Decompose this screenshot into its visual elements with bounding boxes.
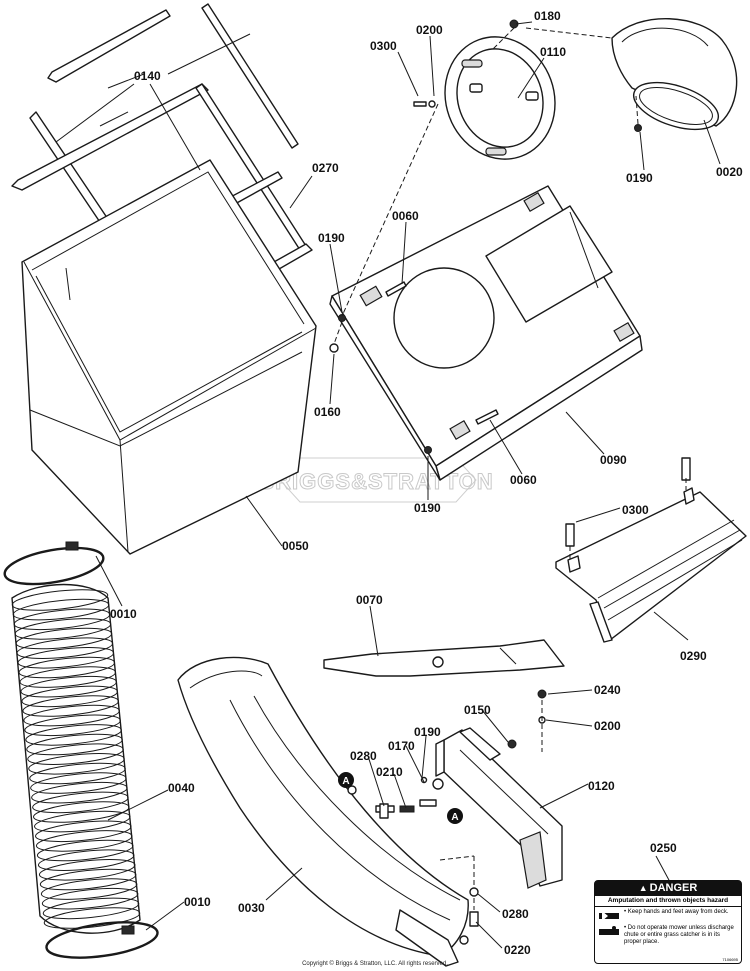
hose-clamp-bottom <box>45 921 159 959</box>
callout-0140: 0140 <box>134 69 161 83</box>
elbow-chute <box>611 18 738 131</box>
copyright-notice: Copyright © Briggs & Stratton, LLC. All … <box>302 961 448 967</box>
assembly-lines <box>333 27 687 910</box>
discharge-chute <box>177 656 469 967</box>
chute-bracket <box>435 689 563 927</box>
callout-0110: 0110 <box>540 45 566 59</box>
ref-marker-a-right: A <box>447 808 463 824</box>
hose-ring <box>18 656 116 679</box>
hose-ring <box>37 849 135 871</box>
danger-bullet-2: • Do not operate mower unless discharge … <box>624 925 734 945</box>
hose-ring <box>33 801 130 823</box>
label-part-code: 7106695 <box>722 957 738 962</box>
flex-hose <box>11 583 141 934</box>
hand-hazard-icon <box>599 911 619 921</box>
callout-0190-left: 0190 <box>318 231 345 245</box>
leader-lines <box>55 21 721 949</box>
callout-0030: 0030 <box>238 901 265 915</box>
hose-ring <box>19 666 117 688</box>
callout-0290: 0290 <box>680 649 707 663</box>
hose-ring <box>41 887 139 910</box>
hose-ring <box>21 685 118 708</box>
callout-0010-bottom: 0010 <box>184 895 211 909</box>
hose-ring <box>23 704 120 727</box>
hose-ring <box>28 753 125 775</box>
rear-bracket <box>555 457 747 643</box>
callout-0280-left: 0280 <box>350 749 377 763</box>
hose-ring <box>22 695 119 717</box>
callout-0220: 0220 <box>504 943 531 957</box>
hose-ring <box>16 637 114 659</box>
catcher-bag <box>21 159 317 555</box>
callout-0160: 0160 <box>314 405 341 419</box>
hardware-cluster <box>379 776 444 819</box>
callout-0190-chute: 0190 <box>414 725 441 739</box>
callout-0120: 0120 <box>588 779 615 793</box>
callout-0280-right: 0280 <box>502 907 529 921</box>
thrown-object-icon <box>599 926 619 935</box>
hose-ring <box>42 897 140 920</box>
hose-ring <box>31 781 128 804</box>
hose-ring <box>35 820 132 843</box>
hose-ring <box>40 878 138 900</box>
callout-0090: 0090 <box>600 453 627 467</box>
callout-0050: 0050 <box>282 539 309 553</box>
callout-0300-right: 0300 <box>622 503 649 517</box>
hose-ring <box>29 762 126 785</box>
nut-0190-top <box>634 124 642 132</box>
callout-labels: 0140 0270 0050 0300 0200 0180 0110 0020 … <box>110 9 743 957</box>
callout-0300-top: 0300 <box>370 39 397 53</box>
warning-triangle-icon: ▲ <box>638 883 648 893</box>
danger-header: ▲DANGER <box>595 881 741 896</box>
callout-0270: 0270 <box>312 161 339 175</box>
hose-ring <box>15 627 113 650</box>
callout-0150: 0150 <box>464 703 491 717</box>
callout-0190-top: 0190 <box>626 171 653 185</box>
svg-text:A: A <box>451 812 458 823</box>
hose-ring <box>36 839 134 862</box>
danger-label: ▲DANGER Amputation and thrown objects ha… <box>594 880 742 964</box>
callout-0060-top: 0060 <box>392 209 419 223</box>
danger-bullet-1: • Keep hands and feet away from deck. <box>624 909 729 915</box>
ref-marker-a-left: A <box>338 772 354 788</box>
hose-ring <box>25 724 122 746</box>
svg-text:A: A <box>342 776 349 787</box>
hose-ring <box>14 618 112 640</box>
adapter-ring <box>444 36 556 160</box>
hose-ring <box>32 791 129 814</box>
hose-ring <box>39 868 137 891</box>
hose-ring <box>30 772 127 794</box>
callout-0040: 0040 <box>168 781 195 795</box>
hose-ring <box>13 608 111 631</box>
hose-ring <box>20 675 117 698</box>
callout-0170: 0170 <box>388 739 415 753</box>
hose-ring <box>11 589 109 611</box>
hose-ring <box>24 714 121 737</box>
callout-0010-top: 0010 <box>110 607 137 621</box>
callout-0070: 0070 <box>356 593 383 607</box>
callout-0190-bottom: 0190 <box>414 501 441 515</box>
callout-0250: 0250 <box>650 841 677 855</box>
hose-ring <box>43 907 141 929</box>
hose-ring <box>17 647 115 669</box>
callout-0240: 0240 <box>594 683 621 697</box>
mower-blade <box>323 639 565 677</box>
deck-cover-plate <box>329 185 643 481</box>
callout-0060-bottom: 0060 <box>510 473 537 487</box>
hose-ring <box>34 810 131 833</box>
hose-ring <box>26 733 123 756</box>
callout-0180: 0180 <box>534 9 561 23</box>
hose-ring <box>27 743 124 765</box>
callout-0200-top: 0200 <box>416 23 443 37</box>
hose-ring <box>38 859 136 881</box>
hose-clamp-top <box>3 541 105 586</box>
hose-ring <box>35 830 133 852</box>
danger-subheader: Amputation and thrown objects hazard <box>595 896 741 907</box>
callout-0210: 0210 <box>376 765 403 779</box>
callout-0020: 0020 <box>716 165 743 179</box>
callout-0200-right: 0200 <box>594 719 621 733</box>
hose-ring <box>12 598 110 621</box>
